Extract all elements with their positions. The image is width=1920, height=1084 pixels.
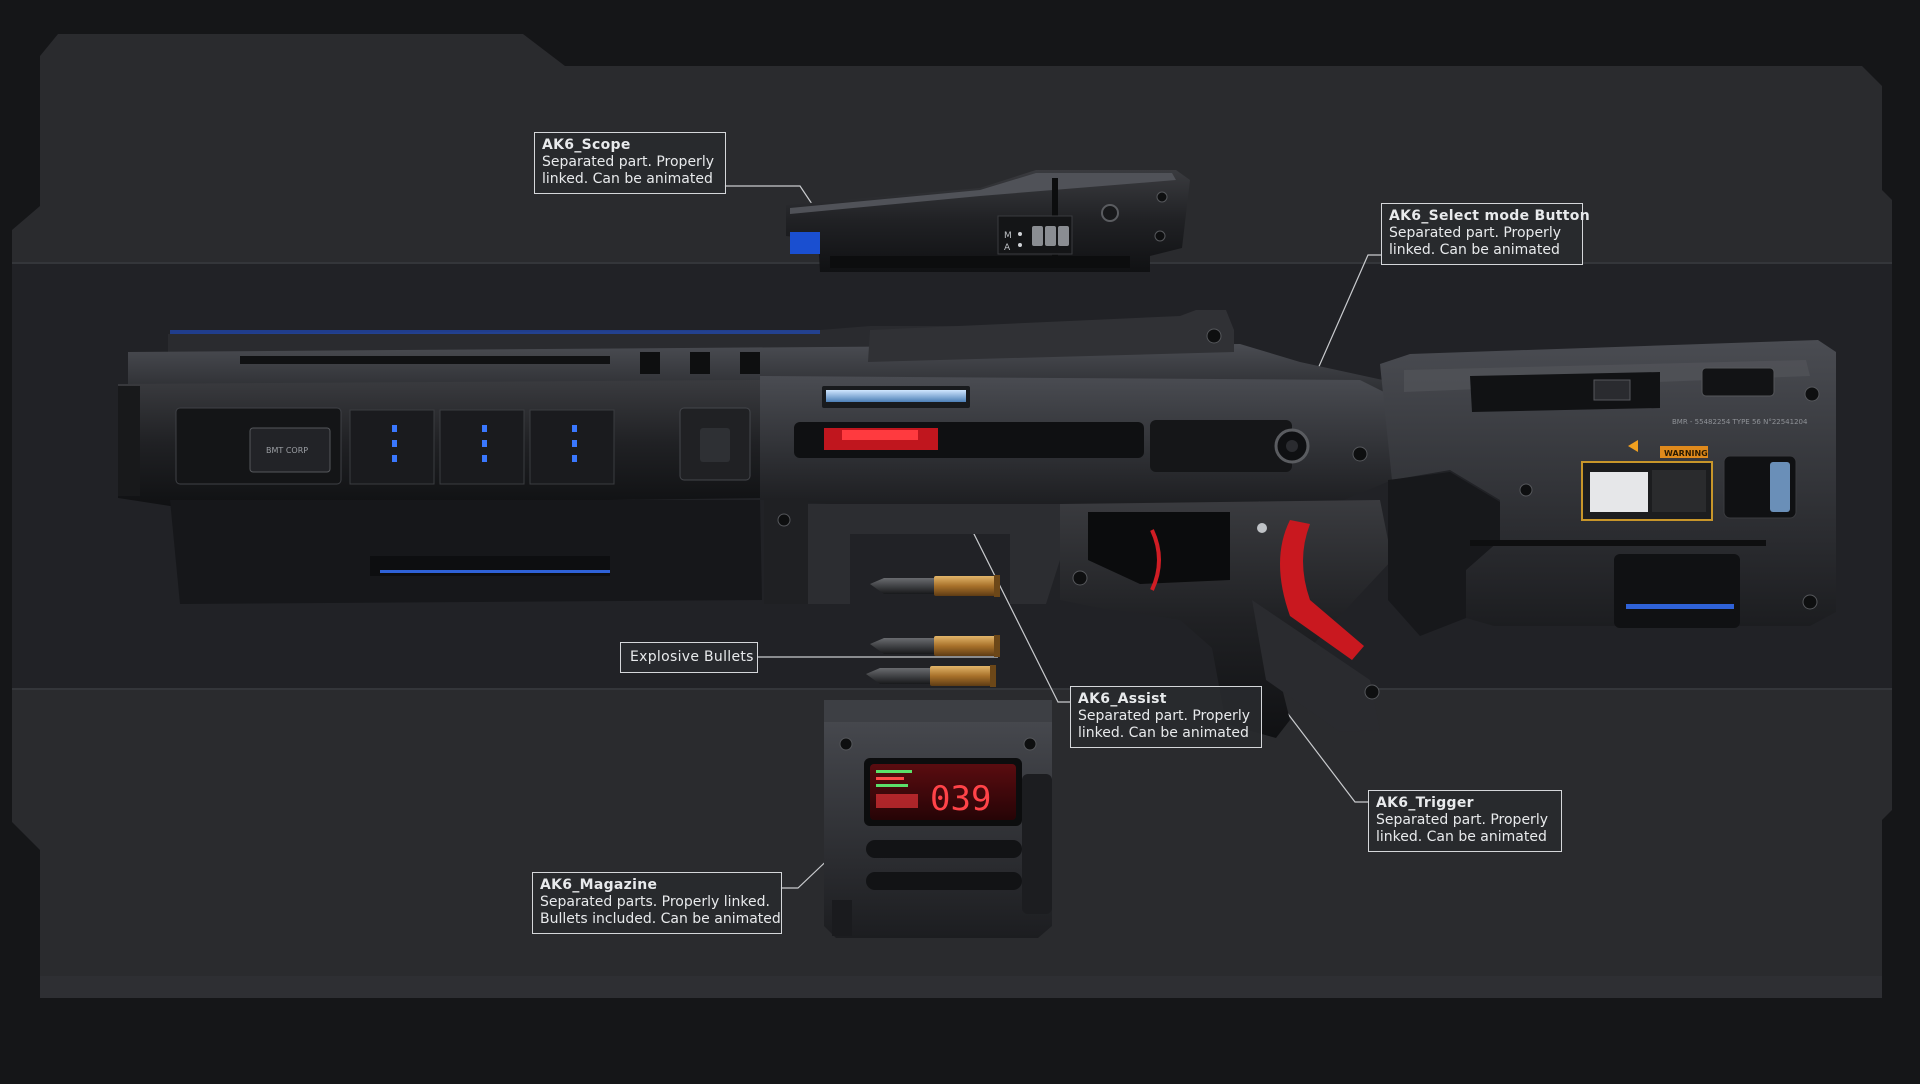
callout-select-mode-line1: Separated part. Properly <box>1389 225 1561 241</box>
rifle-body: BMT CORP <box>118 310 1836 738</box>
callout-bullets-title: Explosive Bullets <box>630 649 754 665</box>
callout-select-mode-title: AK6_Select mode Button <box>1389 208 1590 224</box>
callout-trigger-line2: linked. Can be animated <box>1376 829 1547 845</box>
warning-triangle-icon <box>1628 440 1638 452</box>
callout-assist: AK6_Assist Separated part. Properly link… <box>1070 686 1262 748</box>
callout-trigger: AK6_Trigger Separated part. Properly lin… <box>1368 790 1562 852</box>
callout-scope: AK6_Scope Separated part. Properly linke… <box>534 132 726 194</box>
callout-assist-line1: Separated part. Properly <box>1078 708 1250 724</box>
callout-scope-title: AK6_Scope <box>542 137 631 153</box>
callout-assist-title: AK6_Assist <box>1078 691 1167 707</box>
bullet <box>870 635 1000 657</box>
serial-marking: BMR - 55482254 TYPE 56 N°22541204 <box>1672 418 1808 426</box>
callout-assist-line2: linked. Can be animated <box>1078 725 1249 741</box>
callout-scope-line2: linked. Can be animated <box>542 171 713 187</box>
callout-trigger-title: AK6_Trigger <box>1376 795 1474 811</box>
callout-select-mode: AK6_Select mode Button Separated part. P… <box>1381 203 1590 265</box>
callout-bullets: Explosive Bullets <box>620 642 758 673</box>
callout-magazine-title: AK6_Magazine <box>540 877 658 893</box>
ammo-counter: 039 <box>930 779 991 819</box>
scope-mark-m: M <box>1004 231 1012 241</box>
warning-label: WARNING <box>1664 449 1708 458</box>
brand-marking: BMT CORP <box>266 446 308 455</box>
callout-magazine-line1: Separated parts. Properly linked. <box>540 894 770 910</box>
scope-part: M A <box>786 170 1190 272</box>
callout-scope-line1: Separated part. Properly <box>542 154 714 170</box>
callout-select-mode-line2: linked. Can be animated <box>1389 242 1560 258</box>
callout-magazine: AK6_Magazine Separated parts. Properly l… <box>532 872 782 934</box>
bullet <box>870 575 1000 597</box>
callout-trigger-line1: Separated part. Properly <box>1376 812 1548 828</box>
callout-magazine-line2: Bullets included. Can be animated <box>540 911 781 927</box>
magazine-part: 039 <box>824 700 1052 938</box>
scope-mark-a: A <box>1004 243 1011 253</box>
bullet <box>866 665 996 687</box>
